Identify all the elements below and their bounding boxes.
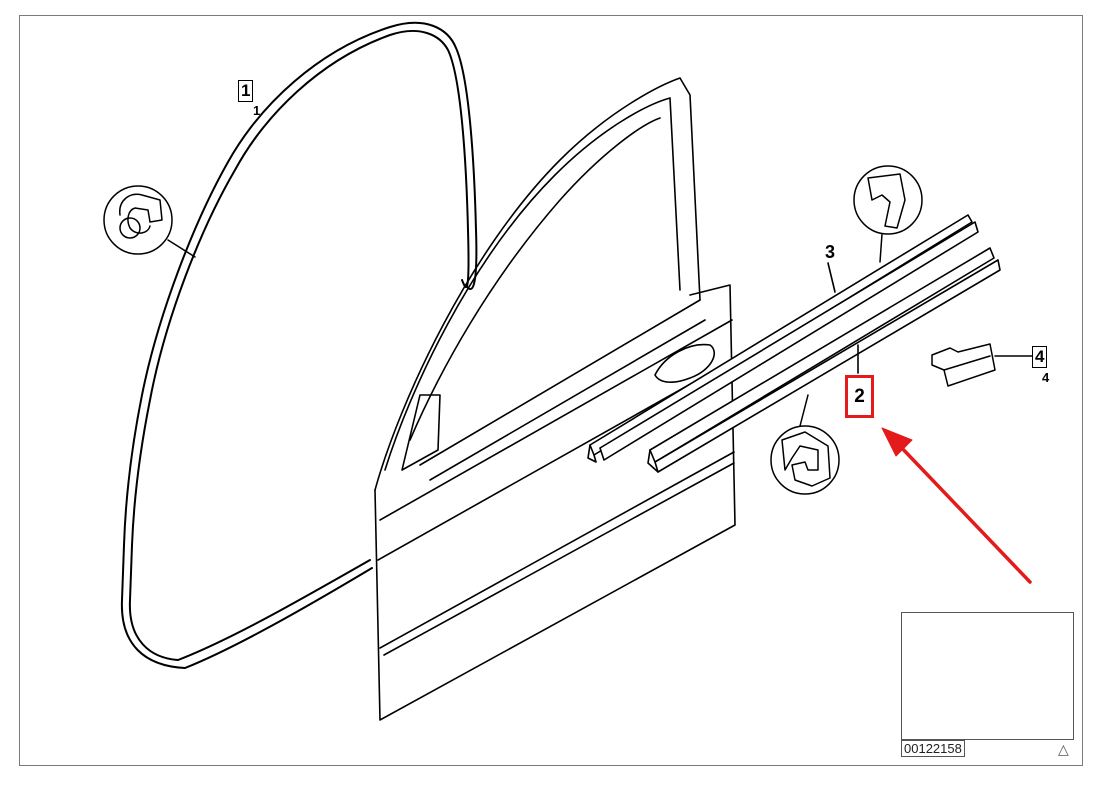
red-arrow-icon <box>881 427 1032 584</box>
callout-3-label[interactable]: 3 <box>825 242 836 262</box>
diagram-frame <box>19 15 1083 766</box>
strip-profile-detail-3 <box>853 165 923 263</box>
inner-window-strip-part-2 <box>647 247 1001 473</box>
callout-1-sublabel: 1 <box>253 103 261 118</box>
diagram-id-label: 00122158 <box>901 740 965 757</box>
outer-window-strip-part-3 <box>587 214 979 463</box>
callout-4-label[interactable]: 4 <box>1032 346 1048 368</box>
warning-triangle-icon: △ <box>1058 741 1069 757</box>
vehicle-inset-frame <box>901 612 1074 740</box>
seal-profile-detail-1 <box>103 185 196 258</box>
callout-2-label[interactable]: 2 <box>854 386 865 407</box>
strip-profile-detail-2 <box>770 394 840 495</box>
front-door-shell <box>374 77 736 721</box>
callout-2-highlight-box <box>845 375 874 418</box>
callout-4-sublabel: 4 <box>1042 370 1050 385</box>
callout-1-label[interactable]: 1 <box>238 80 254 102</box>
door-seal-part-1 <box>120 21 478 669</box>
clip-part-4 <box>931 343 1033 387</box>
